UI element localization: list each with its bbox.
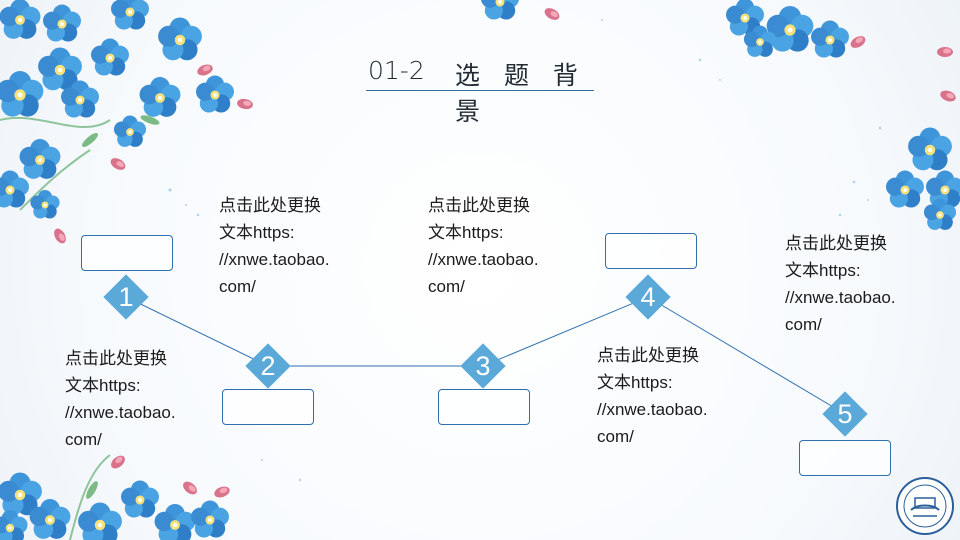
section-number: 01-2	[368, 56, 425, 85]
step-5-number: 5	[837, 399, 853, 429]
title-underline	[366, 90, 594, 91]
step-5-text[interactable]: 点击此处更换 文本https: //xnwe.taobao. com/	[785, 234, 896, 334]
section-title: 选 题 背 景	[455, 61, 586, 126]
step-4-number: 4	[640, 282, 656, 312]
step-4-text[interactable]: 点击此处更换 文本https: //xnwe.taobao. com/	[597, 346, 708, 446]
university-emblem-icon	[896, 477, 954, 535]
step-1-text[interactable]: 点击此处更换 文本https: //xnwe.taobao. com/	[65, 349, 176, 449]
step-2-number: 2	[260, 351, 276, 381]
slide-title: 01-2 选 题 背 景	[368, 54, 594, 126]
step-2-text[interactable]: 点击此处更换 文本https: //xnwe.taobao. com/	[219, 196, 330, 296]
step-5-box[interactable]	[799, 440, 891, 476]
step-2-box[interactable]	[222, 389, 314, 425]
step-1-box[interactable]	[81, 235, 173, 271]
step-1-number: 1	[118, 282, 134, 312]
step-3-box[interactable]	[438, 389, 530, 425]
step-4-box[interactable]	[605, 233, 697, 269]
step-3-number: 3	[475, 351, 491, 381]
step-3-text[interactable]: 点击此处更换 文本https: //xnwe.taobao. com/	[428, 196, 539, 296]
